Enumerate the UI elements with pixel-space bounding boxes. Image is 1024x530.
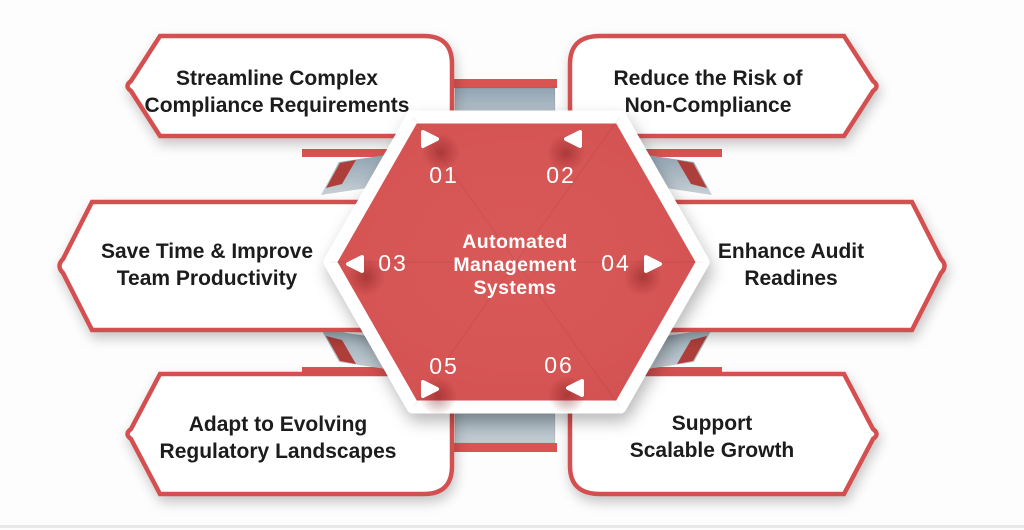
upper-right-dark-accent [677, 160, 707, 188]
upper-left-red-strip [302, 149, 390, 157]
node-number-04: 04 [601, 250, 631, 276]
banner-top-left-line2: Compliance Requirements [145, 94, 410, 117]
center-title-line3: Systems [473, 277, 556, 299]
lower-left-dark-accent [326, 336, 356, 364]
banner-top-left-line1: Streamline Complex [176, 67, 378, 90]
banner-top-right-line2: Non-Compliance [625, 94, 792, 117]
upper-right-red-strip [634, 149, 722, 157]
banner-bottom-left: Adapt to Evolving Regulatory Landscapes [125, 371, 455, 497]
arrow-left-icon-03 [346, 255, 364, 273]
lower-right-dark-accent [677, 336, 707, 364]
center-title-line1: Automated [462, 231, 567, 253]
banner-middle-left-line2: Team Productivity [117, 267, 298, 290]
arrow-right-icon-04 [644, 255, 662, 273]
arrow-left-icon-02 [564, 130, 582, 148]
bottom-connector-red-strip [452, 443, 557, 452]
arrow-left-icon-06 [566, 379, 584, 397]
node-number-01: 01 [429, 162, 459, 188]
banner-top-right-line1: Reduce the Risk of [613, 67, 803, 90]
banner-bottom-right: Support Scalable Growth [567, 371, 879, 497]
node-number-02: 02 [546, 162, 576, 188]
hexagon-spokes [330, 116, 703, 408]
banner-bottom-right-line2: Scalable Growth [630, 439, 795, 462]
top-connector-red-strip [452, 79, 557, 88]
upper-left-dark-accent [326, 160, 356, 188]
banner-bottom-right-line1: Support [672, 412, 752, 435]
arrow-right-icon-01 [421, 130, 439, 148]
arrow-right-icon-05 [421, 380, 439, 398]
banner-middle-left-line1: Save Time & Improve [101, 240, 313, 263]
banner-middle-right-line1: Enhance Audit [718, 240, 864, 263]
bottom-edge-line [0, 525, 1024, 528]
center-hexagon-shape [323, 110, 710, 414]
node-number-05: 05 [429, 353, 459, 379]
node-number-06: 06 [544, 352, 574, 378]
center-hexagon: 01 02 03 04 05 06 Automated Management S… [323, 110, 710, 415]
banner-bottom-left-line1: Adapt to Evolving [189, 413, 368, 436]
banner-bottom-left-line2: Regulatory Landscapes [160, 440, 397, 463]
center-title-line2: Management [453, 254, 576, 276]
banner-middle-right-line2: Readines [744, 267, 837, 290]
node-number-03: 03 [378, 250, 408, 276]
